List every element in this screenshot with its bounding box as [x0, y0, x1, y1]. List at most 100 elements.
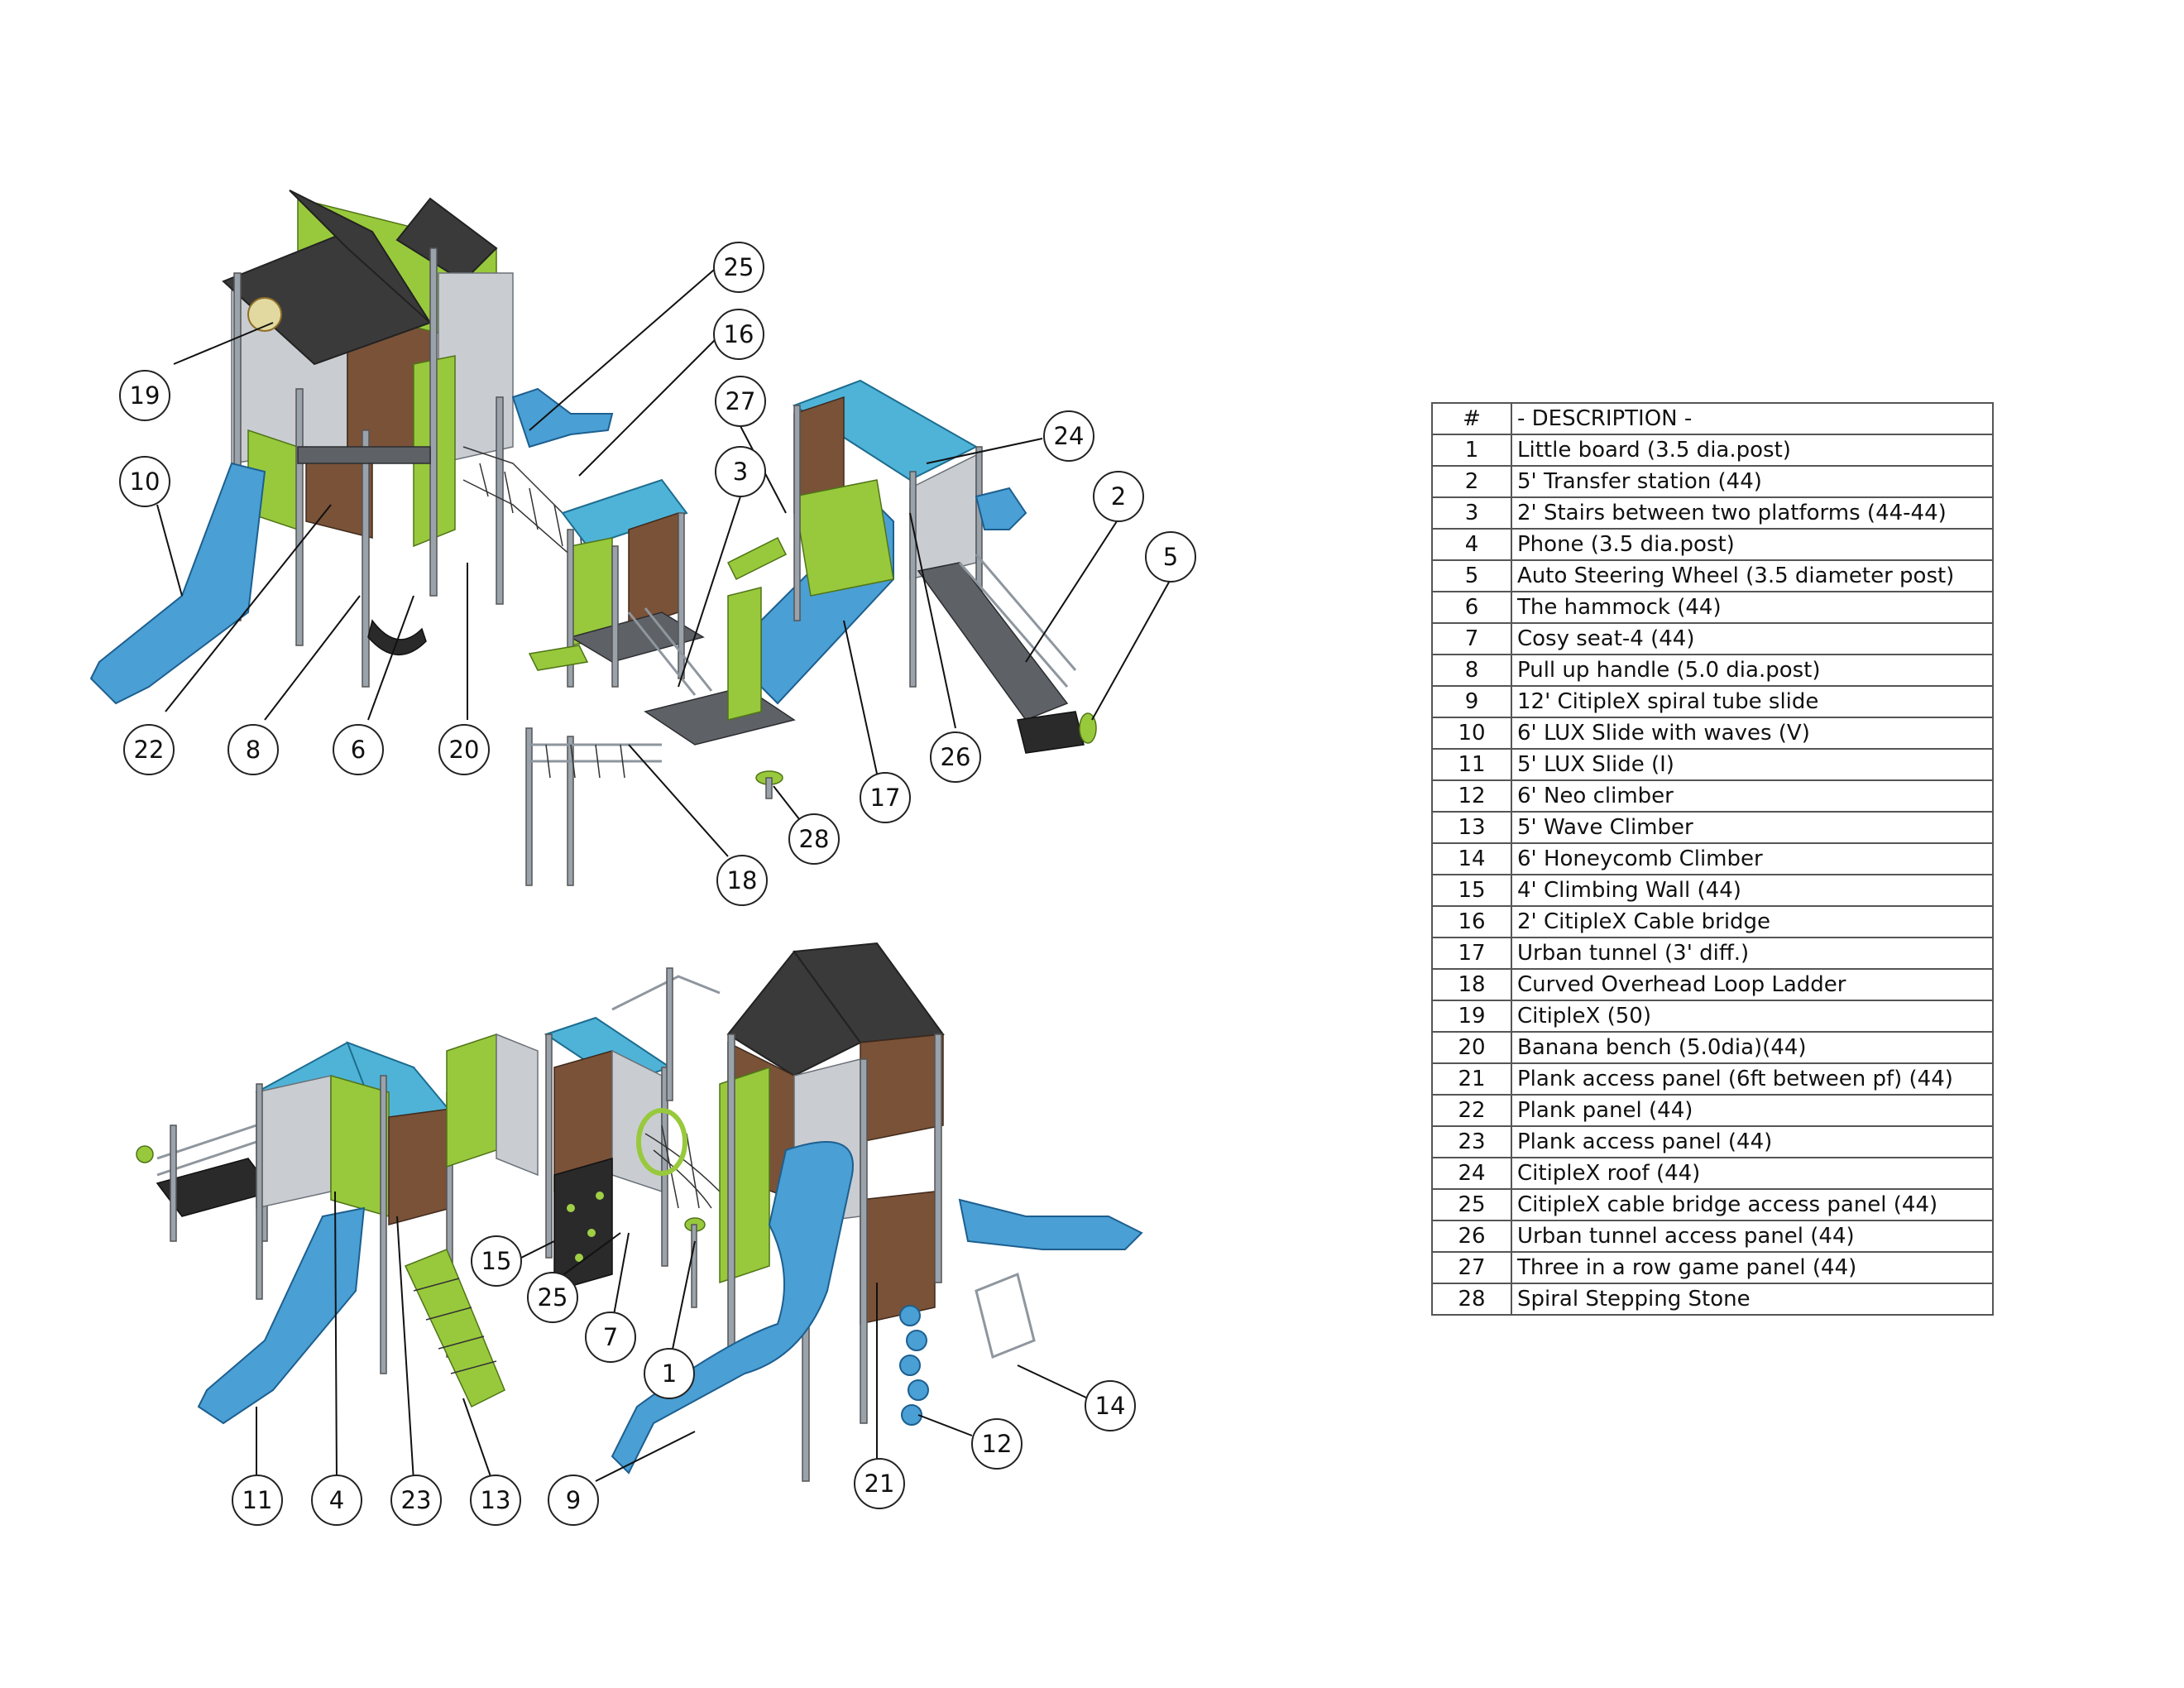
row-description: 6' Honeycomb Climber [1511, 842, 1994, 875]
hammock [367, 619, 427, 655]
cosy-seat [528, 645, 589, 671]
callout-23: 23 [390, 1475, 442, 1526]
row-description: 4' Climbing Wall (44) [1511, 874, 1994, 907]
callout-label: 22 [134, 736, 165, 764]
callout-16: 16 [713, 309, 764, 360]
callout-label: 5 [1163, 543, 1178, 571]
row-description: The hammock (44) [1511, 591, 1994, 624]
row-description: 5' LUX Slide (I) [1511, 748, 1994, 781]
callout-label: 20 [449, 736, 480, 764]
row-description: Plank access panel (6ft between pf) (44) [1511, 1062, 1994, 1096]
callout-label: 4 [329, 1486, 344, 1514]
row-number: 20 [1431, 1031, 1512, 1064]
overhead-ladder [525, 727, 662, 886]
callout-label: 18 [727, 866, 758, 894]
row-number: 1 [1431, 434, 1512, 467]
callout-27: 27 [715, 376, 766, 427]
callout-label: 17 [870, 784, 901, 812]
callout-label: 12 [982, 1430, 1013, 1458]
callout-25-bottom: 25 [527, 1272, 578, 1323]
row-description: 2' CitipleX Cable bridge [1511, 905, 1994, 938]
header-description: - DESCRIPTION - [1511, 402, 1994, 435]
bottom-middle-tower [544, 1016, 673, 1267]
callout-13: 13 [470, 1475, 521, 1526]
callout-label: 1 [662, 1360, 677, 1388]
climbing-wall [553, 1158, 613, 1292]
row-description: Phone (3.5 dia.post) [1511, 528, 1994, 561]
row-number: 13 [1431, 811, 1512, 844]
slide-bottom-right [958, 1198, 1143, 1250]
callout-label: 23 [401, 1486, 432, 1514]
leader-lines [156, 264, 1171, 1482]
callout-11: 11 [232, 1475, 283, 1526]
row-number: 23 [1431, 1125, 1512, 1158]
row-number: 7 [1431, 622, 1512, 655]
callouts-top: 25 16 27 3 24 2 5 19 10 22 8 6 20 26 17 … [119, 242, 1196, 906]
row-description: Plank access panel (44) [1511, 1125, 1994, 1158]
callout-21: 21 [854, 1458, 905, 1509]
row-description: Urban tunnel access panel (44) [1511, 1220, 1994, 1253]
row-description: Urban tunnel (3' diff.) [1511, 937, 1994, 970]
callout-label: 3 [733, 458, 748, 486]
row-number: 8 [1431, 654, 1512, 687]
callout-9: 9 [548, 1475, 599, 1526]
row-description: Spiral Stepping Stone [1511, 1283, 1994, 1316]
table-header-row: # - DESCRIPTION - [1431, 402, 1994, 435]
row-number: 18 [1431, 968, 1512, 1001]
callout-label: 19 [130, 381, 160, 410]
row-description: Cosy seat-4 (44) [1511, 622, 1994, 655]
callout-label: 21 [864, 1470, 895, 1498]
row-number: 9 [1431, 685, 1512, 718]
callout-label: 11 [242, 1486, 273, 1514]
callout-label: 25 [538, 1283, 568, 1312]
row-description: 5' Transfer station (44) [1511, 465, 1994, 498]
callout-7: 7 [585, 1312, 636, 1363]
neo-climber [899, 1305, 929, 1426]
callout-8: 8 [228, 724, 279, 775]
callout-label: 13 [481, 1486, 511, 1514]
callout-14: 14 [1085, 1380, 1136, 1431]
transfer-station [917, 554, 1085, 754]
row-number: 2 [1431, 465, 1512, 498]
row-number: 5 [1431, 559, 1512, 592]
callout-4: 4 [311, 1475, 362, 1526]
callout-label: 26 [941, 743, 971, 771]
row-number: 3 [1431, 496, 1512, 530]
row-description: 6' LUX Slide with waves (V) [1511, 717, 1994, 750]
row-number: 11 [1431, 748, 1512, 781]
callout-17: 17 [860, 772, 911, 823]
header-number: # [1431, 402, 1512, 435]
bottom-left-tower [255, 1041, 457, 1374]
row-number: 17 [1431, 937, 1512, 970]
row-number: 28 [1431, 1283, 1512, 1316]
playground-drawing: 25 16 27 3 24 2 5 19 10 22 8 6 20 26 17 … [89, 189, 1196, 1526]
wave-climber [404, 1249, 505, 1408]
callout-label: 25 [724, 253, 754, 281]
top-right-tower [792, 379, 983, 688]
row-description: Banana bench (5.0dia)(44) [1511, 1031, 1994, 1064]
callout-label: 7 [603, 1323, 618, 1351]
row-number: 10 [1431, 717, 1512, 750]
row-number: 19 [1431, 1000, 1512, 1033]
stairs-3 [627, 607, 713, 696]
row-number: 27 [1431, 1251, 1512, 1284]
row-number: 14 [1431, 842, 1512, 875]
slide-top [511, 387, 614, 448]
callout-6: 6 [333, 724, 384, 775]
